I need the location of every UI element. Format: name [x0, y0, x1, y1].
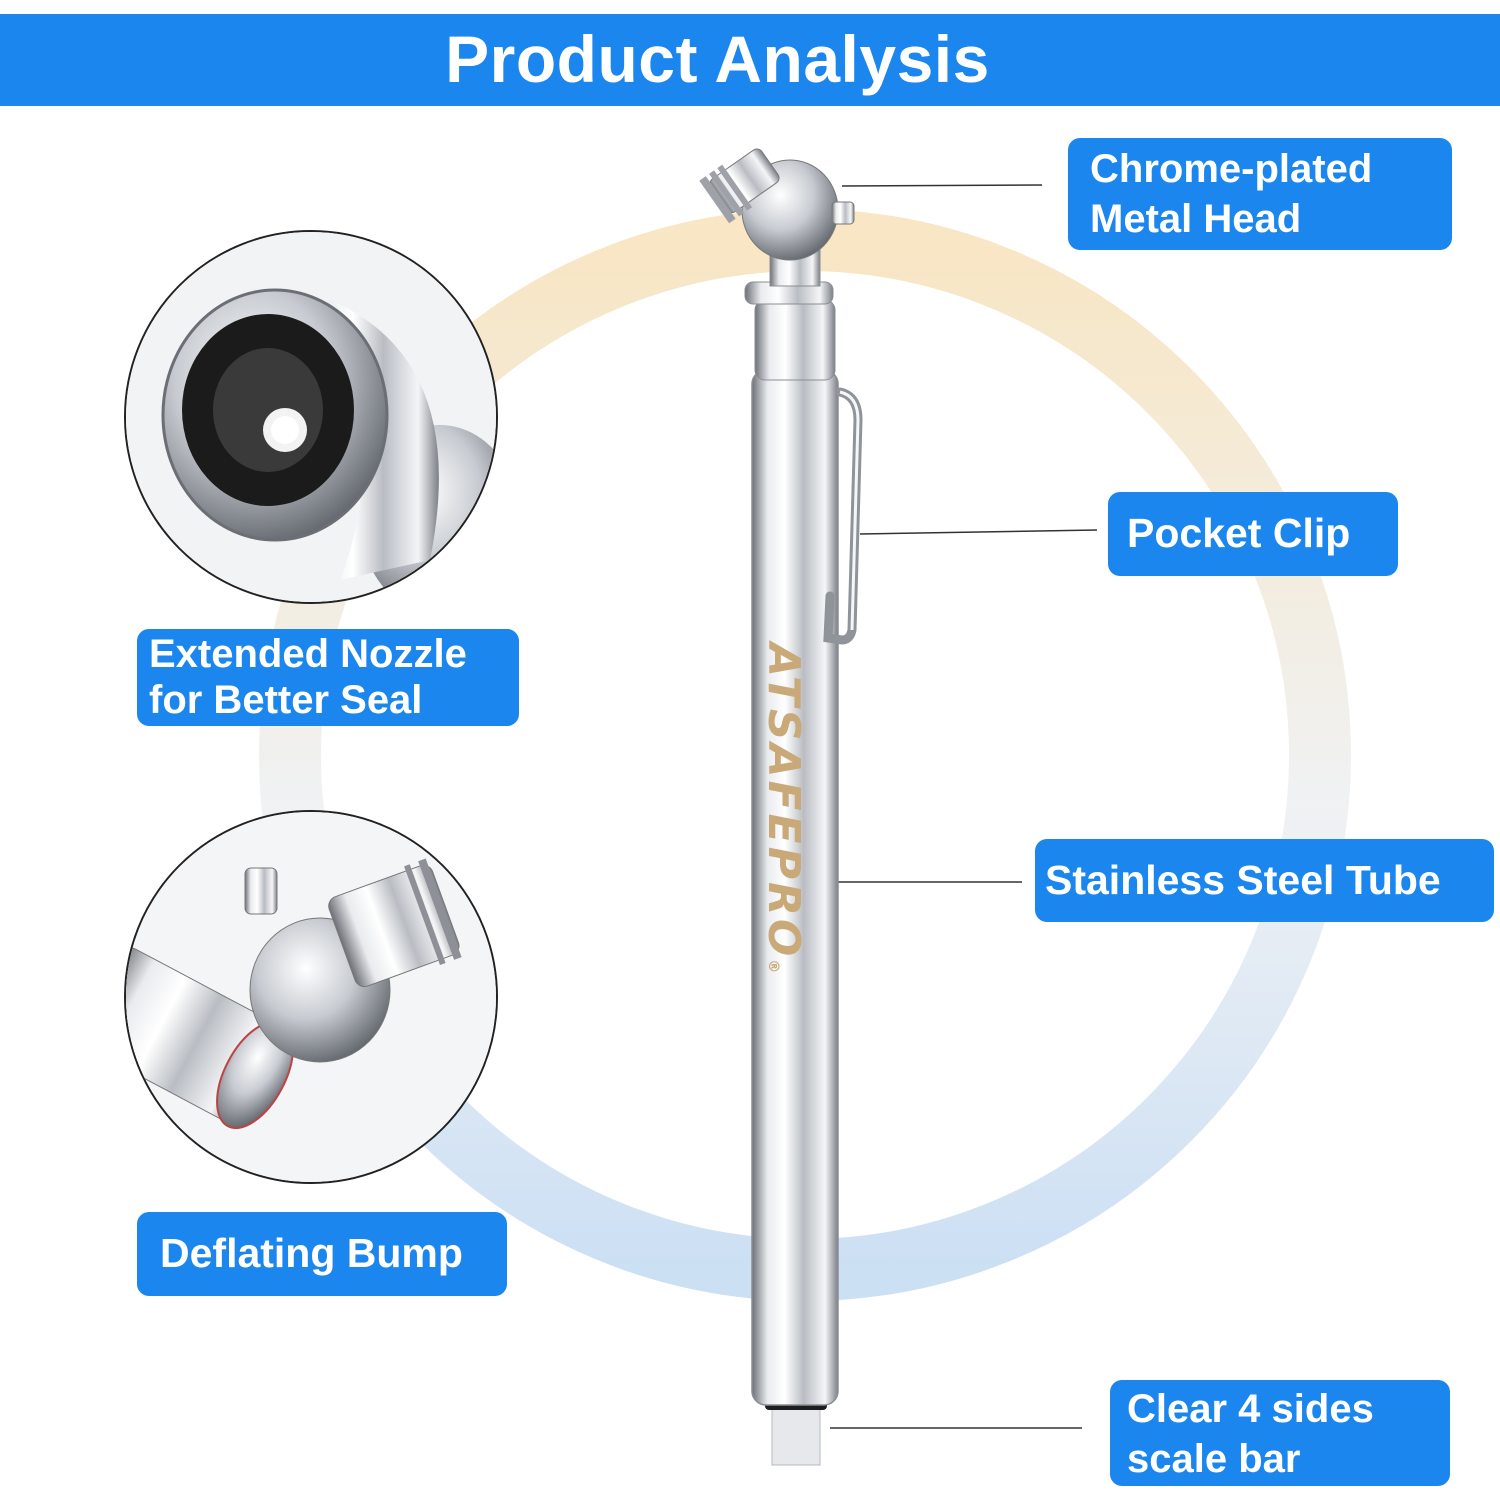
- nozzle-closeup-photo: [124, 230, 498, 604]
- trademark-symbol: ®: [765, 959, 781, 977]
- callout-scale-bar: Clear 4 sides scale bar: [1110, 1380, 1450, 1486]
- callout-nozzle-line1: Extended Nozzle: [149, 632, 467, 676]
- callout-clip-text: Pocket Clip: [1127, 510, 1351, 556]
- callout-tube-text: Stainless Steel Tube: [1045, 857, 1441, 903]
- page-title: Product Analysis: [445, 22, 990, 96]
- callout-bump-text: Deflating Bump: [160, 1230, 463, 1276]
- title-banner: [0, 14, 1500, 106]
- leader-lines: [830, 184, 1098, 1429]
- deflating-bump-closeup-photo: [124, 810, 498, 1184]
- callout-pocket-clip: Pocket Clip: [1108, 492, 1398, 576]
- callout-nozzle-line2: for Better Seal: [149, 678, 423, 722]
- callout-head-line2: Metal Head: [1090, 197, 1302, 241]
- callout-steel-tube: Stainless Steel Tube: [1035, 839, 1494, 922]
- callout-metal-head: Chrome-plated Metal Head: [1068, 138, 1452, 250]
- callout-deflating-bump: Deflating Bump: [137, 1212, 507, 1296]
- pencil-gauge-photo: [699, 148, 863, 1466]
- callout-extended-nozzle: Extended Nozzle for Better Seal: [137, 629, 519, 726]
- callout-scale-line2: scale bar: [1127, 1437, 1301, 1481]
- brand-name: ATSAFEPRO: [758, 643, 809, 960]
- callout-head-line1: Chrome-plated: [1090, 147, 1373, 191]
- callout-scale-line1: Clear 4 sides: [1127, 1387, 1374, 1431]
